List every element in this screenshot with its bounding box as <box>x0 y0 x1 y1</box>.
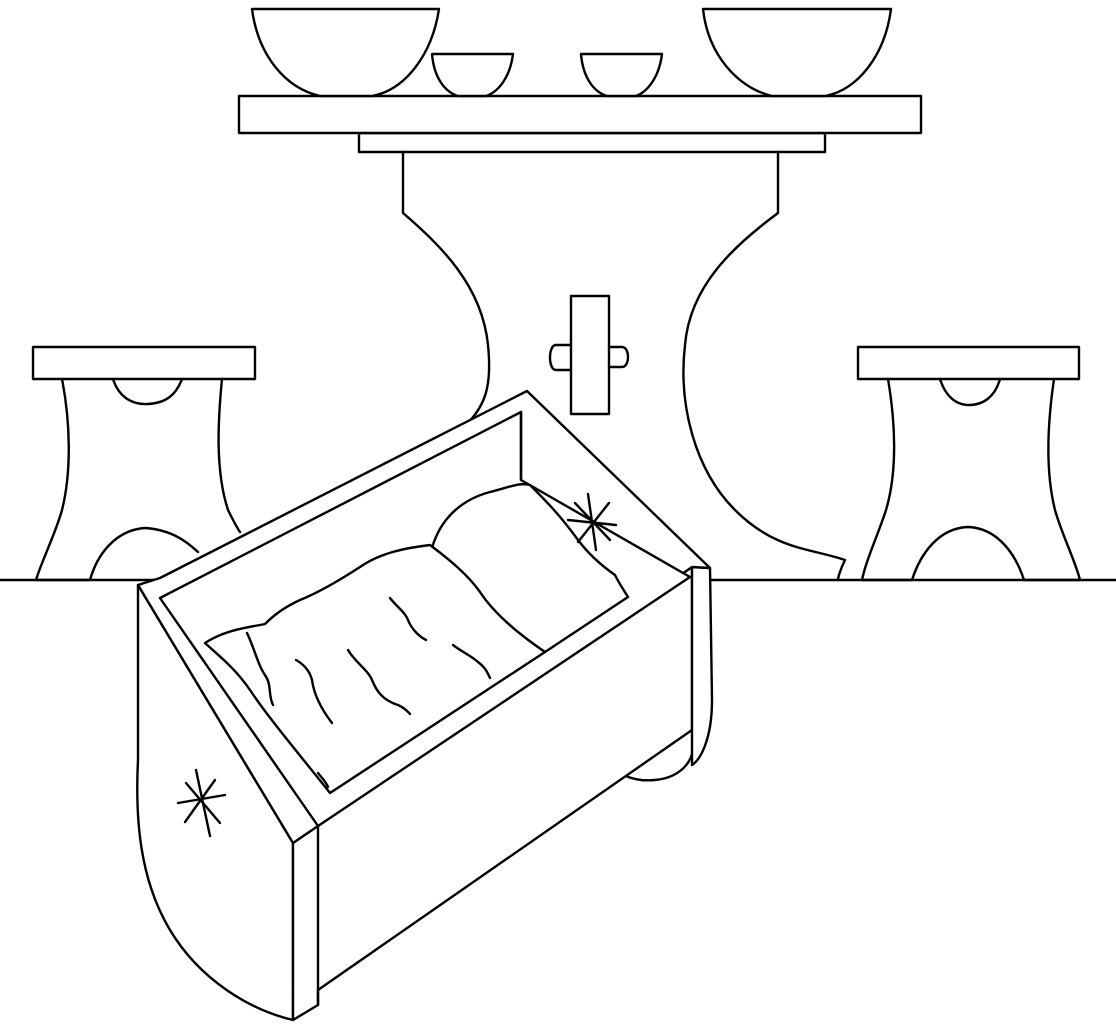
blanket-fold-6 <box>316 771 330 789</box>
table <box>237 94 923 582</box>
blanket-fold-1 <box>245 631 275 707</box>
large-bowl-right <box>701 7 893 98</box>
table-pedestal <box>401 150 847 582</box>
blanket-fold-2 <box>294 658 334 725</box>
cradle-left-panel <box>136 583 295 1022</box>
blanket <box>203 543 547 795</box>
cradle <box>136 389 714 1022</box>
left-stool-body <box>34 377 242 582</box>
left-stool-seat <box>31 345 257 381</box>
blanket-fold-5 <box>451 643 492 680</box>
table-latch-peg-left <box>548 343 573 372</box>
sparkle-cradle-inner <box>566 492 618 552</box>
left-stool <box>31 345 257 582</box>
table-latch-peg-right <box>607 345 630 369</box>
right-stool-body <box>860 377 1082 582</box>
sparkle-cradle-side <box>176 768 227 838</box>
small-bowl-right <box>579 52 664 98</box>
right-stool <box>856 345 1082 582</box>
blanket-fold-4 <box>388 596 428 642</box>
table-apron <box>357 131 827 154</box>
right-stool-top-notch <box>938 377 1002 407</box>
left-stool-top-notch <box>111 377 184 406</box>
right-stool-seat <box>856 345 1081 381</box>
blanket-fold-3 <box>346 648 412 716</box>
large-bowl-left <box>250 7 441 98</box>
cradle-right-end <box>690 565 714 767</box>
table-latch-block <box>569 294 611 416</box>
table-top <box>237 94 923 135</box>
small-bowl-left <box>430 52 515 98</box>
